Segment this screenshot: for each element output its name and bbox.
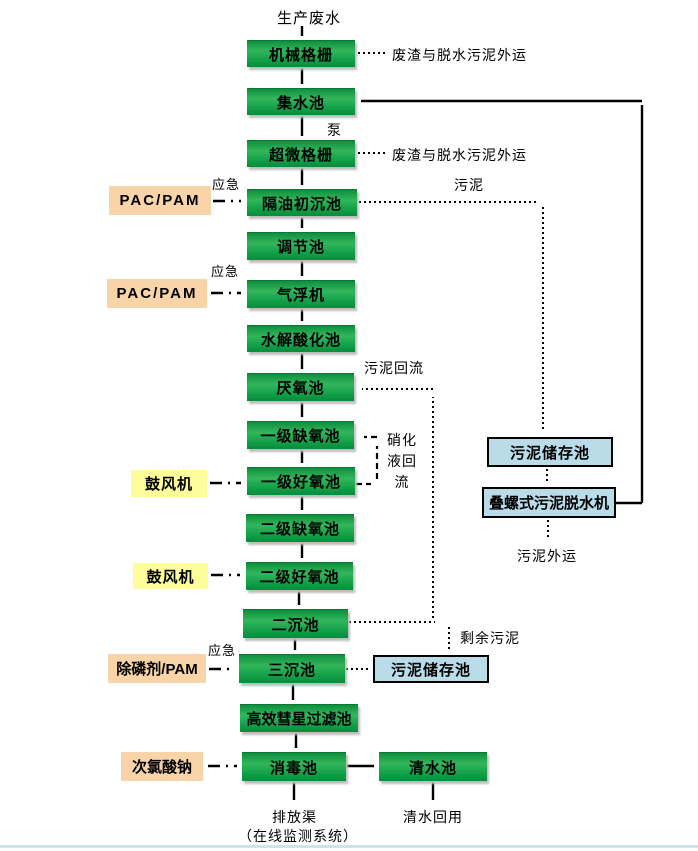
node-sludge-storage-b: 污泥储存池 <box>373 655 489 683</box>
dosing-pac-pam-1: PAC/PAM <box>109 186 211 215</box>
node-anoxic-tank-2: 二级缺氧池 <box>246 514 354 542</box>
nitrified-recycle-label-line2: 液回 <box>387 453 417 469</box>
main-flow-arrows <box>291 26 435 800</box>
screening-waste-arrows <box>358 52 385 154</box>
node-anoxic-tank-1: 一级缺氧池 <box>247 421 354 449</box>
sludge-out-label: 污泥外运 <box>517 548 577 564</box>
node-screw-dewaterer: 叠螺式污泥脱水机 <box>482 487 616 518</box>
emergency-label-3: 应急 <box>208 643 237 658</box>
node-sludge-storage-a: 污泥储存池 <box>487 437 613 467</box>
nitrified-recycle-label: 硝化 液回 流 <box>384 430 420 493</box>
node-tertiary-clarifier: 三沉池 <box>239 654 345 683</box>
node-secondary-clarifier: 二沉池 <box>243 609 348 638</box>
node-ultrafine-screen: 超微格栅 <box>247 140 355 167</box>
node-disinfection-tank: 消毒池 <box>242 752 346 781</box>
waste-out-label-1: 废渣与脱水污泥外运 <box>392 47 527 63</box>
node-comet-filter: 高效彗星过滤池 <box>240 704 358 732</box>
node-anaerobic-tank: 厌氧池 <box>247 373 354 401</box>
node-aerobic-tank-1: 一级好氧池 <box>247 467 355 495</box>
node-regulating-tank: 调节池 <box>247 232 355 260</box>
sludge-return-line <box>349 388 435 623</box>
reuse-label: 清水回用 <box>403 809 463 825</box>
online-monitor-label: （在线监测系统） <box>238 828 358 844</box>
nitrified-recycle-label-line1: 硝化 <box>387 432 417 448</box>
discharge-label: 排放渠 <box>272 809 317 825</box>
dosing-pac-pam-2: PAC/PAM <box>107 279 207 308</box>
blower-2: 鼓风机 <box>133 563 208 589</box>
node-collection-tank: 集水池 <box>247 88 355 115</box>
node-clear-water-tank: 清水池 <box>379 752 487 781</box>
node-oil-separation-primary-tank: 隔油初沉池 <box>247 189 357 216</box>
excess-sludge-label: 剩余污泥 <box>460 630 520 646</box>
node-air-flotation: 气浮机 <box>247 280 355 308</box>
dosing-arrows <box>208 199 241 768</box>
nitrified-liquid-recycle-line <box>356 435 379 486</box>
blower-1: 鼓风机 <box>131 470 207 497</box>
node-aerobic-tank-2: 二级好氧池 <box>246 562 353 590</box>
node-hydrolysis-acidification-tank: 水解酸化池 <box>247 325 355 352</box>
nitrified-recycle-label-line3: 流 <box>394 474 410 490</box>
primary-sludge-line <box>359 201 544 430</box>
dosing-phosphorus-pam: 除磷剂/PAM <box>108 654 206 683</box>
waste-out-label-2: 废渣与脱水污泥外运 <box>392 147 527 163</box>
sludge-label: 污泥 <box>454 177 484 193</box>
dosing-sodium-hypochlorite: 次氯酸钠 <box>121 752 203 781</box>
pump-label: 泵 <box>327 122 342 138</box>
sludge-return-label: 污泥回流 <box>364 360 424 376</box>
page-bottom-rule <box>0 845 698 848</box>
node-mechanical-screen: 机械格栅 <box>247 40 355 67</box>
source-label: 生产废水 <box>277 10 342 27</box>
emergency-label-2: 应急 <box>211 264 240 279</box>
dewaterer-return-to-collection-line <box>361 99 644 505</box>
emergency-label-1: 应急 <box>212 177 241 192</box>
